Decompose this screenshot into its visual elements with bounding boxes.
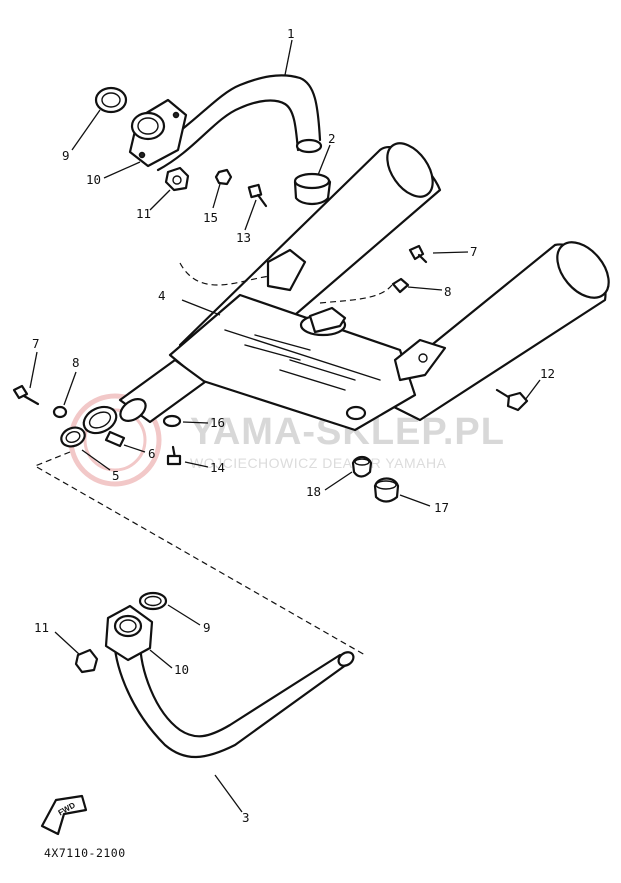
- part-17-grommet: [373, 477, 400, 503]
- watermark-subtitle: WOJCIECHOWICZ DEALER YAMAHA: [190, 455, 447, 471]
- callout-7-left: 7: [32, 336, 40, 351]
- part-12-bolt: [495, 388, 529, 412]
- part-5-gasket: [60, 426, 86, 448]
- callout-14: 14: [210, 460, 225, 475]
- part-10-flange-upper: [128, 98, 188, 168]
- part-8-washer-right: [391, 277, 410, 294]
- leader-lines: [29, 39, 541, 813]
- callout-10-upper: 10: [86, 172, 101, 187]
- part-8-washer-left: [52, 405, 68, 419]
- callout-12: 12: [540, 366, 555, 381]
- watermark-logo-inner: [83, 408, 147, 472]
- part-11-nut-upper: [164, 166, 190, 192]
- drawing-code: 4X7110-2100: [44, 846, 126, 860]
- callout-10-lower: 10: [174, 662, 189, 677]
- callout-17: 17: [434, 500, 449, 515]
- part-13-bolt: [247, 183, 268, 208]
- part-1-exhaust-pipe-upper: [148, 74, 323, 172]
- part-7-bolt-left: [12, 384, 40, 406]
- part-15-nut: [214, 168, 233, 186]
- callout-6: 6: [148, 446, 156, 461]
- part-7-bolt-right: [408, 244, 428, 264]
- callout-1: 1: [287, 26, 295, 41]
- callouts: 1 2 9 10 11 15 13 7 8 4 7 8 12 16 6 14 5…: [32, 26, 555, 825]
- callout-5: 5: [112, 468, 120, 483]
- callout-3: 3: [242, 810, 250, 825]
- callout-11-upper: 11: [136, 206, 151, 221]
- callout-8-left: 8: [72, 355, 80, 370]
- part-16-nut: [162, 414, 182, 428]
- callout-9-lower: 9: [203, 620, 211, 635]
- callout-15: 15: [203, 210, 218, 225]
- part-4-muffler: [118, 142, 610, 432]
- callout-4: 4: [158, 288, 166, 303]
- callout-11-lower: 11: [34, 620, 49, 635]
- part-10-flange-lower: [104, 604, 154, 662]
- part-9-gasket-lower: [138, 591, 168, 611]
- part-14-bolt: [166, 445, 182, 466]
- callout-2: 2: [328, 131, 336, 146]
- callout-16: 16: [210, 415, 225, 430]
- part-18-grommet: [351, 455, 373, 478]
- part-3-exhaust-pipe-lower: [113, 623, 355, 759]
- part-9-gasket-upper: [94, 86, 128, 114]
- part-6-clamp: [82, 405, 126, 448]
- forward-arrow-icon: FWD: [40, 794, 88, 836]
- callout-18: 18: [306, 484, 321, 499]
- part-2-sleeve: [293, 172, 332, 206]
- callout-7-right: 7: [470, 244, 478, 259]
- part-11-nut-lower: [74, 648, 99, 674]
- indication-lines: [33, 262, 393, 656]
- callout-8-right: 8: [444, 284, 452, 299]
- callout-9-upper: 9: [62, 148, 70, 163]
- callout-13: 13: [236, 230, 251, 245]
